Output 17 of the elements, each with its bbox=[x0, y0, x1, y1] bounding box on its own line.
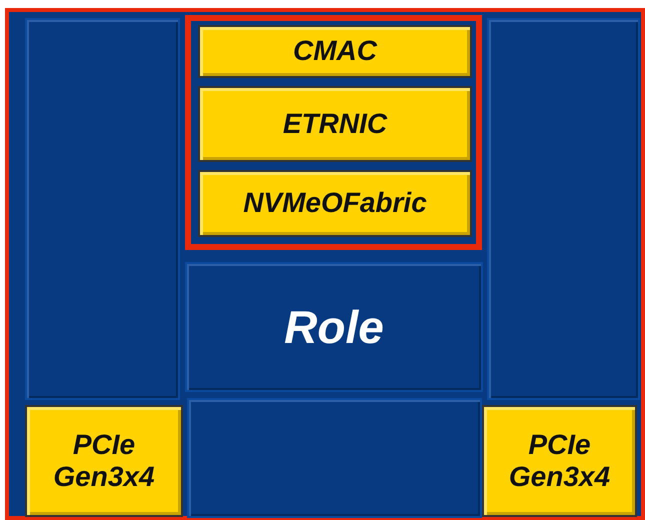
region-panel bbox=[25, 18, 180, 400]
region-panel bbox=[487, 18, 640, 400]
module-label: ETRNIC bbox=[282, 108, 388, 140]
region-panel bbox=[187, 398, 482, 518]
module-box bbox=[198, 170, 472, 237]
role-region bbox=[185, 262, 483, 392]
board-frame bbox=[5, 8, 645, 520]
module-label: NVMeOFabric bbox=[243, 187, 427, 220]
module-box bbox=[198, 86, 472, 162]
region-group bbox=[185, 15, 482, 250]
module-box bbox=[482, 405, 637, 517]
module-box bbox=[25, 405, 183, 517]
module-label: CMAC bbox=[293, 35, 377, 68]
region-label: Role bbox=[284, 300, 384, 354]
module-label: PCIe Gen3x4 bbox=[52, 428, 156, 494]
module-box bbox=[198, 25, 472, 78]
module-label: PCIe Gen3x4 bbox=[508, 428, 612, 494]
